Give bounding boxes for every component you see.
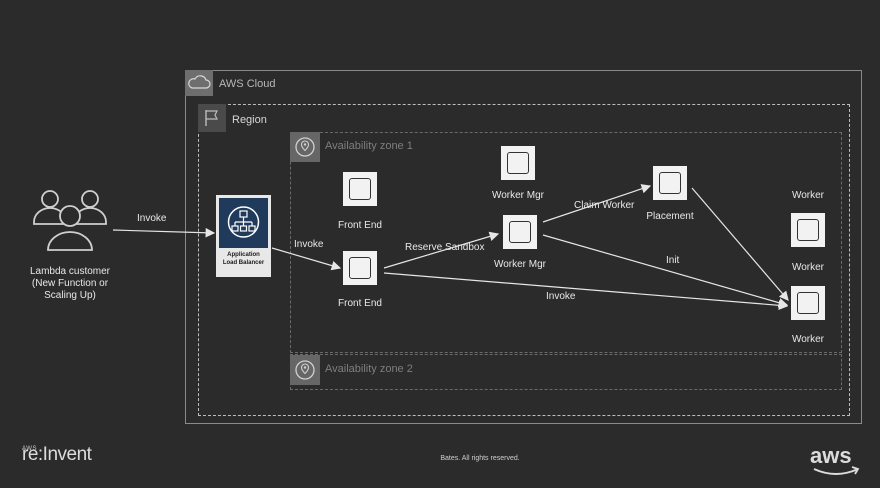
availability-zone-1-label: Availability zone 1: [325, 140, 413, 152]
users-icon: [30, 186, 110, 259]
cloud-icon: [185, 70, 213, 96]
aws-logo: aws: [810, 443, 852, 468]
edge-label-invoke-alb: Invoke: [294, 239, 324, 250]
reinvent-logo-top: AWS: [22, 446, 37, 452]
edge-placement-to-worker: [691, 187, 789, 301]
reinvent-logo: re:Invent: [22, 444, 92, 465]
location-pin-icon: [290, 355, 320, 385]
edge-label-init: Init: [666, 255, 680, 266]
alb-label-line2: Load Balancer: [222, 260, 265, 266]
worker-node-mid: [791, 213, 825, 247]
front-end-node-bottom: [343, 251, 377, 285]
aws-smile-icon: [813, 466, 860, 475]
worker-node-bottom: [791, 286, 825, 320]
worker-mgr-node-mid: [503, 215, 537, 249]
region-boundary: [198, 104, 850, 416]
worker-mgr-label-mid: Worker Mgr: [493, 259, 547, 270]
region-label: Region: [232, 114, 267, 126]
edge-customer-to-alb: [112, 227, 216, 238]
front-end-node-top: [343, 172, 377, 206]
front-end-label-top: Front End: [338, 220, 382, 231]
location-pin-icon: [290, 132, 320, 162]
edge-frontend-to-worker-invoke: [383, 272, 789, 311]
front-end-label-bottom: Front End: [338, 298, 382, 309]
worker-header-label: Worker: [791, 190, 825, 201]
edge-label-claim-worker: Claim Worker: [574, 200, 635, 211]
edge-label-invoke-customer: Invoke: [137, 213, 167, 224]
placement-label: Placement: [646, 211, 694, 222]
worker-mgr-node-top: [501, 146, 535, 180]
edge-label-reserve-sandbox: Reserve Sandbox: [405, 242, 485, 253]
aws-cloud-title: AWS Cloud: [219, 78, 276, 90]
copyright-text: Bates. All rights reserved.: [440, 455, 520, 462]
alb-label-line1: Application: [227, 252, 260, 258]
edge-workermgr-to-placement: [542, 184, 652, 223]
availability-zone-1: [290, 132, 842, 353]
load-balancer-icon: [219, 198, 268, 248]
worker-mgr-label-top: Worker Mgr: [491, 190, 545, 201]
worker-label-mid: Worker: [791, 262, 825, 273]
placement-node: [653, 166, 687, 200]
aws-cloud-boundary: [185, 70, 862, 424]
edge-alb-to-frontend: [271, 247, 342, 271]
edge-frontend-to-workermgr: [383, 231, 500, 269]
edge-workermgr-to-worker-init: [542, 234, 789, 308]
application-load-balancer: Application Load Balancer: [216, 195, 271, 277]
lambda-customer-label: Lambda customer (New Function or Scaling…: [29, 266, 111, 301]
flag-icon: [198, 104, 226, 132]
availability-zone-2-label: Availability zone 2: [325, 363, 413, 375]
worker-label-bottom: Worker: [791, 334, 825, 345]
edge-label-invoke-worker: Invoke: [546, 291, 576, 302]
